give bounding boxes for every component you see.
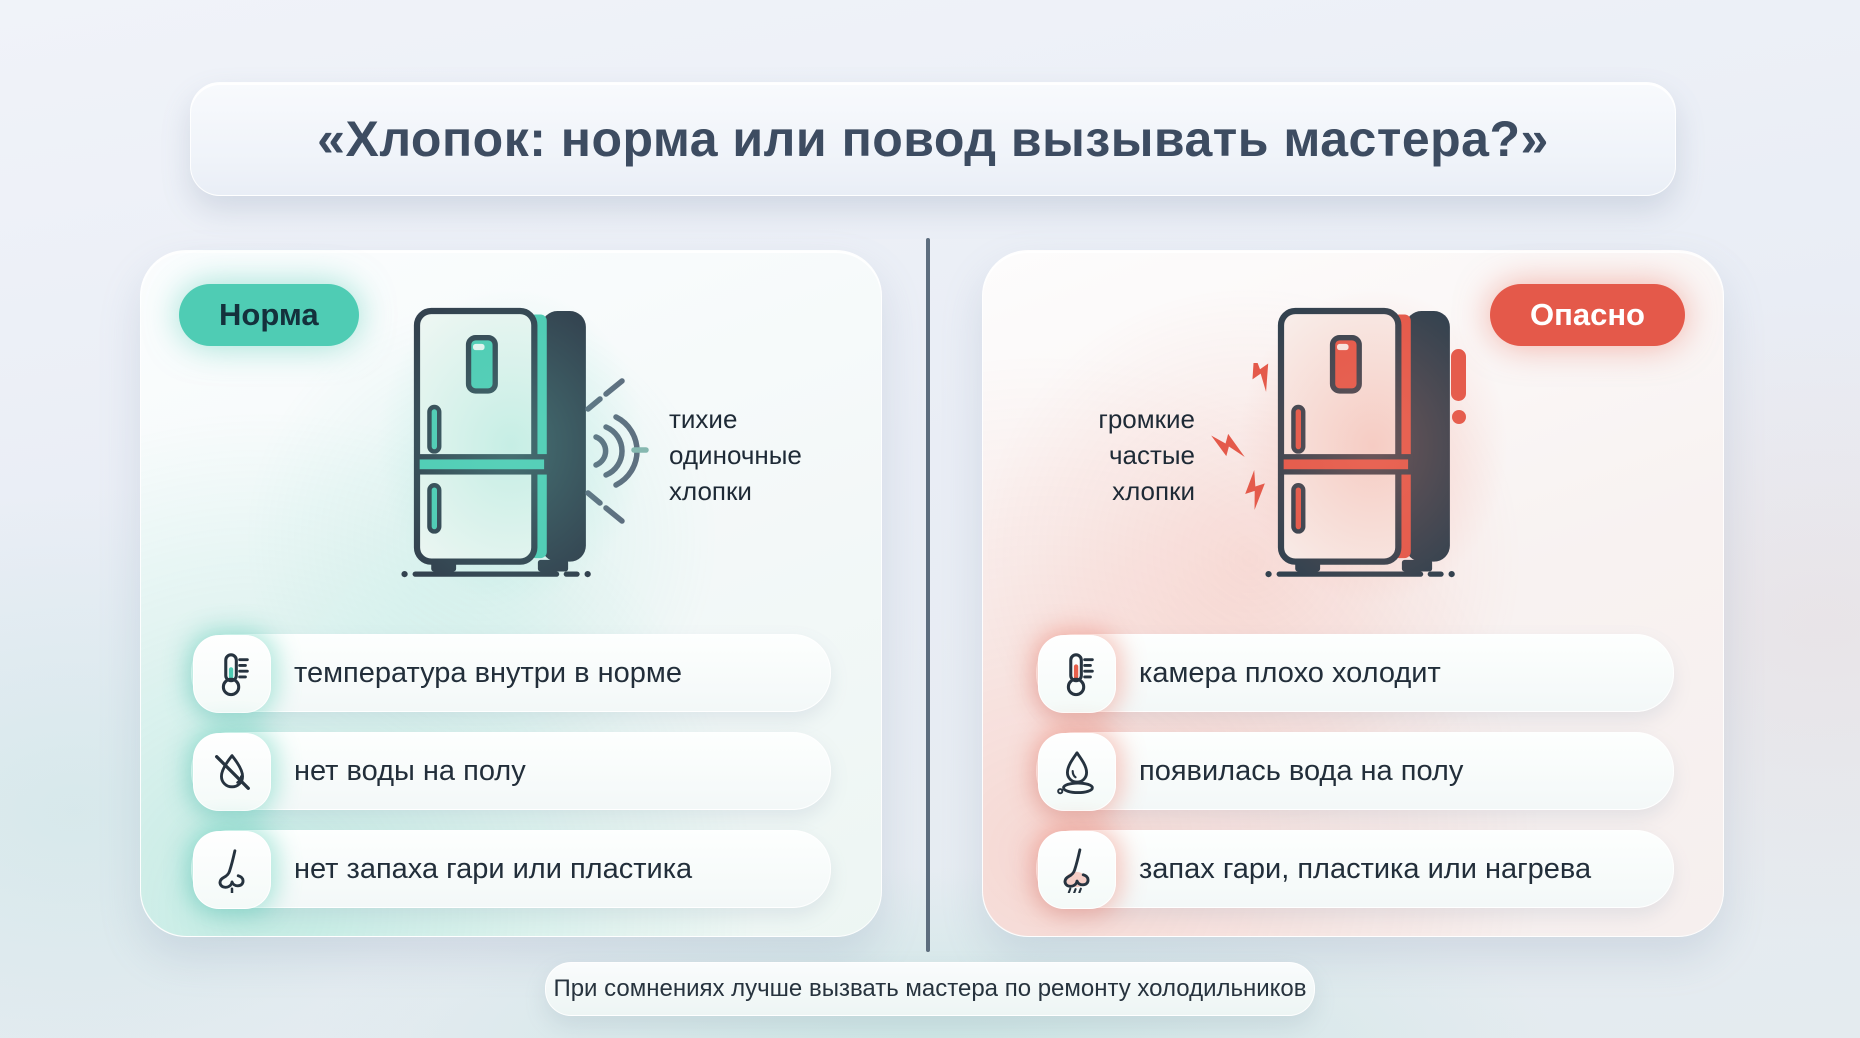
symptom-row: появилась вода на полу xyxy=(1036,732,1674,811)
sound-waves-icon xyxy=(585,378,649,524)
symptom-text: нет воды на полу xyxy=(294,754,526,787)
normal-sound-caption: тихие одиночные хлопки xyxy=(669,404,802,506)
panels-divider xyxy=(926,238,930,952)
exclamation-icon xyxy=(1451,349,1467,424)
symptom-row: запах гари, пластика или нагрева xyxy=(1036,830,1674,909)
nose-heat-icon xyxy=(1038,831,1116,909)
symptom-text: появилась вода на полу xyxy=(1139,754,1464,787)
danger-badge: Опасно xyxy=(1490,284,1685,346)
lightning-bolts-icon xyxy=(1211,363,1269,510)
no-water-icon xyxy=(193,733,271,811)
normal-symptom-list: температура внутри в норме нет воды на п… xyxy=(191,634,831,928)
symptom-text: температура внутри в норме xyxy=(294,656,682,689)
symptom-row: нет воды на полу xyxy=(191,732,831,811)
fridge-illustration xyxy=(1265,307,1455,578)
symptom-row: нет запаха гари или пластика xyxy=(191,830,831,909)
title-banner: «Хлопок: норма или повод вызывать мастер… xyxy=(190,82,1676,196)
thermometer-icon xyxy=(1038,635,1116,713)
normal-panel: Норма тихие одиночные хлопки xyxy=(140,250,882,937)
symptom-row: камера плохо холодит xyxy=(1036,634,1674,713)
symptom-text: нет запаха гари или пластика xyxy=(294,852,693,885)
normal-badge: Норма xyxy=(179,284,359,346)
page-title: «Хлопок: норма или повод вызывать мастер… xyxy=(317,111,1549,167)
symptom-row: температура внутри в норме xyxy=(191,634,831,713)
thermometer-icon xyxy=(193,635,271,713)
nose-icon xyxy=(193,831,271,909)
danger-sound-caption: громкие частые хлопки xyxy=(1098,404,1195,506)
water-puddle-icon xyxy=(1038,733,1116,811)
symptom-text: камера плохо холодит xyxy=(1139,656,1441,689)
danger-panel: Опасно громкие частые хлопки xyxy=(982,250,1724,937)
footer-note: При сомнениях лучше вызвать мастера по р… xyxy=(545,962,1315,1016)
fridge-illustration xyxy=(401,307,591,578)
symptom-text: запах гари, пластика или нагрева xyxy=(1139,852,1592,885)
danger-symptom-list: камера плохо холодит появилась вода на п… xyxy=(1036,634,1674,928)
